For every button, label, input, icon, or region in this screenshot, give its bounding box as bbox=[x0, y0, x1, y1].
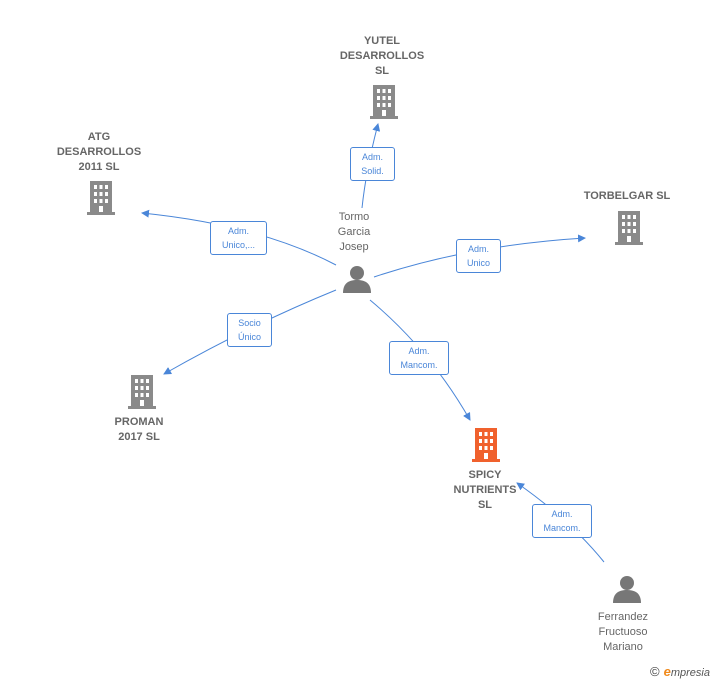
brand-initial: e bbox=[663, 664, 671, 679]
node-atg[interactable] bbox=[86, 180, 116, 221]
node-proman[interactable] bbox=[127, 374, 157, 415]
node-torbelgar[interactable] bbox=[614, 210, 644, 251]
label-ferrandez: Ferrandez Fructuoso Mariano bbox=[597, 611, 649, 653]
person-icon bbox=[613, 576, 641, 603]
brand-name: mpresia bbox=[670, 667, 710, 679]
label-proman: PROMAN 2017 SL bbox=[114, 416, 164, 443]
building-icon bbox=[615, 211, 643, 245]
edge-label-tormo-torbelgar[interactable]: Adm. Unico bbox=[456, 239, 501, 273]
label-tormo: Tormo Garcia Josep bbox=[337, 211, 371, 253]
empresia-watermark: ©empresia bbox=[650, 664, 710, 679]
building-icon bbox=[370, 85, 398, 119]
edge-label-tormo-yutel[interactable]: Adm. Solid. bbox=[350, 147, 395, 181]
building-icon bbox=[128, 375, 156, 409]
label-spicy: SPICY NUTRIENTS SL bbox=[453, 469, 517, 511]
label-atg: ATG DESARROLLOS 2011 SL bbox=[56, 131, 142, 173]
person-icon bbox=[343, 266, 371, 293]
node-spicy[interactable] bbox=[471, 427, 501, 468]
label-torbelgar: TORBELGAR SL bbox=[583, 190, 671, 202]
edge-label-ferrandez-spicy[interactable]: Adm. Mancom. bbox=[532, 504, 592, 538]
node-tormo[interactable] bbox=[342, 264, 372, 299]
label-yutel: YUTEL DESARROLLOS SL bbox=[339, 35, 425, 77]
edge-label-tormo-proman[interactable]: Socio Único bbox=[227, 313, 272, 347]
building-icon bbox=[87, 181, 115, 215]
node-yutel[interactable] bbox=[369, 84, 399, 125]
copyright-symbol: © bbox=[650, 664, 660, 679]
building-icon bbox=[472, 428, 500, 462]
edge-label-tormo-atg[interactable]: Adm. Unico,... bbox=[210, 221, 267, 255]
node-ferrandez[interactable] bbox=[612, 574, 642, 609]
edge-label-tormo-spicy[interactable]: Adm. Mancom. bbox=[389, 341, 449, 375]
